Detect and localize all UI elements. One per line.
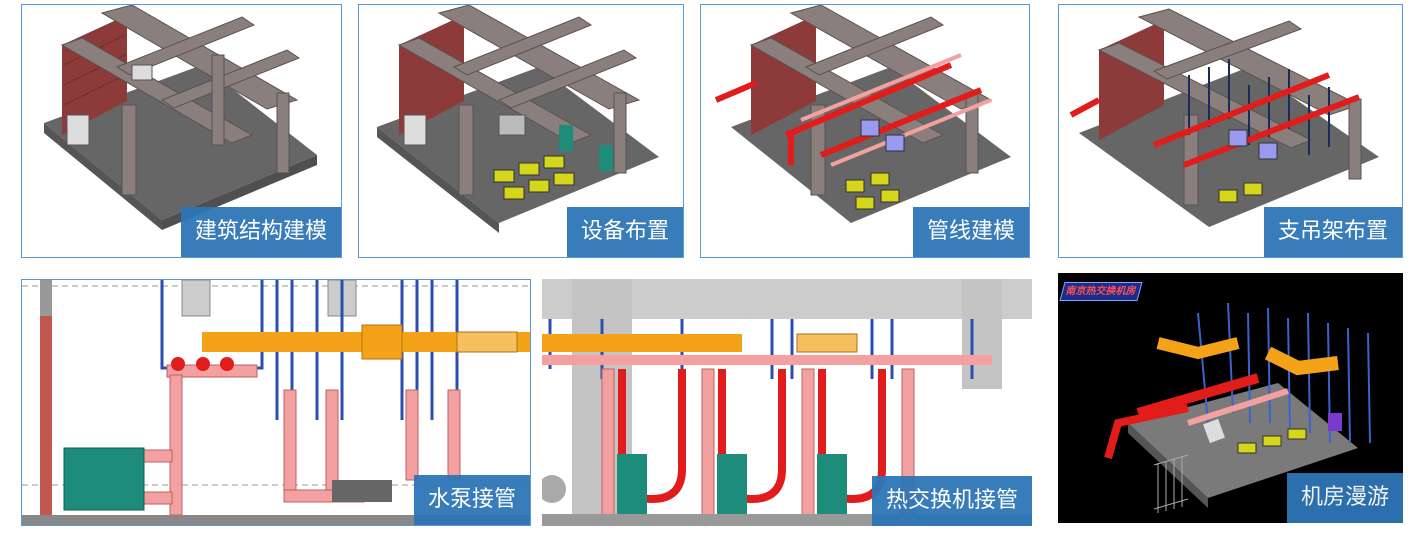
caption-machine-room-walkthrough: 机房漫游 bbox=[1286, 473, 1403, 523]
panel-pipeline-modeling: 管线建模 bbox=[700, 4, 1030, 258]
panel-pump-piping: 水泵接管 bbox=[21, 279, 531, 526]
walkthrough-screen-title: 南京热交换机房 bbox=[1059, 282, 1143, 301]
caption-support-hanger-layout: 支吊架布置 bbox=[1263, 207, 1402, 257]
panel-equipment-layout: 设备布置 bbox=[358, 4, 684, 258]
caption-pipeline-modeling: 管线建模 bbox=[912, 207, 1029, 257]
structure-model-illustration bbox=[44, 5, 317, 230]
caption-equipment-layout: 设备布置 bbox=[566, 207, 683, 257]
caption-building-structure: 建筑结构建模 bbox=[180, 207, 341, 257]
walkthrough-3d-view bbox=[1104, 302, 1371, 513]
pump-piping-elevation bbox=[22, 280, 530, 525]
equipment-model-illustration bbox=[377, 5, 659, 233]
panel-heat-exchanger-piping: 热交换机接管 bbox=[542, 279, 1032, 526]
caption-heat-exchanger-piping: 热交换机接管 bbox=[871, 476, 1032, 526]
support-hanger-model-illustration bbox=[1069, 8, 1379, 227]
panel-support-hanger-layout: 支吊架布置 bbox=[1058, 4, 1403, 258]
pipeline-model-illustration bbox=[714, 5, 1011, 223]
heat-exchanger-piping-elevation bbox=[542, 279, 1032, 526]
panel-building-structure: 建筑结构建模 bbox=[21, 4, 342, 258]
caption-pump-piping: 水泵接管 bbox=[413, 475, 530, 525]
panel-machine-room-walkthrough: 南京热交换机房 机房漫游 bbox=[1058, 273, 1403, 523]
